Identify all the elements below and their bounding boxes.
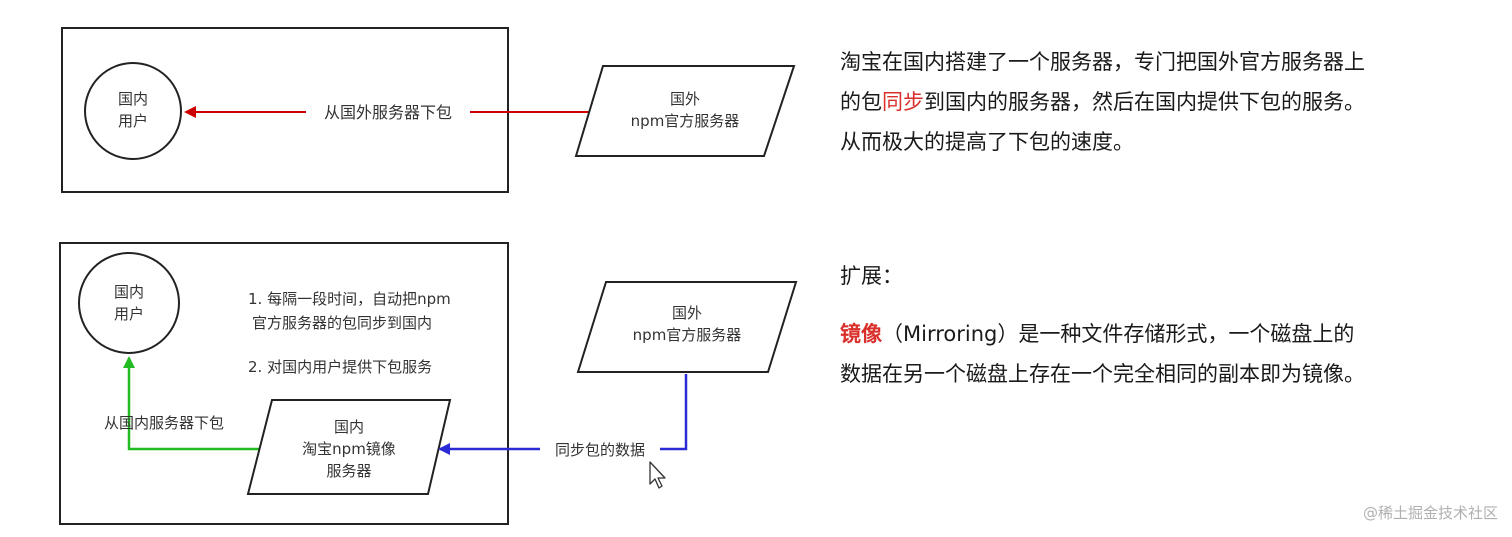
diagram2-sync-label: 同步包的数据 bbox=[555, 441, 645, 459]
diagram2-note-1-line2: 官方服务器的包同步到国内 bbox=[252, 314, 432, 332]
diagram2-mirror-label-1: 国内 bbox=[334, 418, 364, 436]
description-line2a: 的包 bbox=[840, 90, 882, 114]
diagram2-download-label: 从国内服务器下包 bbox=[104, 414, 224, 432]
diagram2-green-arrow bbox=[123, 356, 268, 451]
diagram2-mirror-label-3: 服务器 bbox=[326, 462, 371, 480]
diagram2-note-2: 2. 对国内用户提供下包服务 bbox=[248, 358, 432, 376]
extension-paragraph: 镜像（Mirroring）是一种文件存储形式，一个磁盘上的 数据在另一个磁盘上存… bbox=[840, 314, 1500, 394]
diagram2-user-label-1: 国内 bbox=[114, 283, 144, 301]
diagram2-user-label-2: 用户 bbox=[114, 305, 144, 323]
watermark: @稀土掘金技术社区 bbox=[1362, 504, 1498, 522]
description-highlight-sync: 同步 bbox=[882, 90, 924, 114]
description-line2b: 到国内的服务器，然后在国内提供下包的服务。 bbox=[924, 90, 1365, 114]
extension-heading: 扩展： bbox=[840, 264, 903, 288]
diagram1-overseas-server-shape bbox=[574, 65, 796, 157]
diagram1-server-label-1: 国外 bbox=[670, 90, 700, 108]
diagram1-server-label-2: npm官方服务器 bbox=[631, 112, 740, 130]
diagram1-user-label-2: 用户 bbox=[118, 112, 148, 130]
extension-line1: （Mirroring）是一种文件存储形式，一个磁盘上的 bbox=[882, 322, 1355, 346]
diagram2-note-1-line1: 1. 每隔一段时间，自动把npm bbox=[248, 290, 451, 308]
diagram2-server-label-2: npm官方服务器 bbox=[633, 326, 742, 344]
diagram2-sync-label-bg bbox=[540, 438, 660, 460]
diagram2-server-label-1: 国外 bbox=[672, 304, 702, 322]
diagram1-user-circle bbox=[84, 62, 182, 160]
mouse-cursor-icon bbox=[649, 461, 666, 489]
diagram2-mirror-server-shape bbox=[246, 399, 452, 495]
extension-term-mirror: 镜像 bbox=[840, 322, 882, 346]
diagram2-user-circle bbox=[78, 252, 180, 354]
diagram2-frame bbox=[59, 242, 509, 525]
diagram1-frame bbox=[61, 27, 509, 193]
diagram2-mirror-label-2: 淘宝npm镜像 bbox=[302, 440, 396, 458]
diagram2-blue-arrow bbox=[438, 374, 688, 455]
diagram1-arrow-label: 从国外服务器下包 bbox=[324, 103, 452, 122]
diagram2-overseas-server-shape bbox=[576, 281, 798, 373]
description-line1: 淘宝在国内搭建了一个服务器，专门把国外官方服务器上 bbox=[840, 50, 1365, 74]
diagram1-user-label-1: 国内 bbox=[118, 90, 148, 108]
description-line3: 从而极大的提高了下包的速度。 bbox=[840, 130, 1134, 154]
description-paragraph: 淘宝在国内搭建了一个服务器，专门把国外官方服务器上 的包同步到国内的服务器，然后… bbox=[840, 42, 1500, 162]
extension-line2: 数据在另一个磁盘上存在一个完全相同的副本即为镜像。 bbox=[840, 362, 1365, 386]
